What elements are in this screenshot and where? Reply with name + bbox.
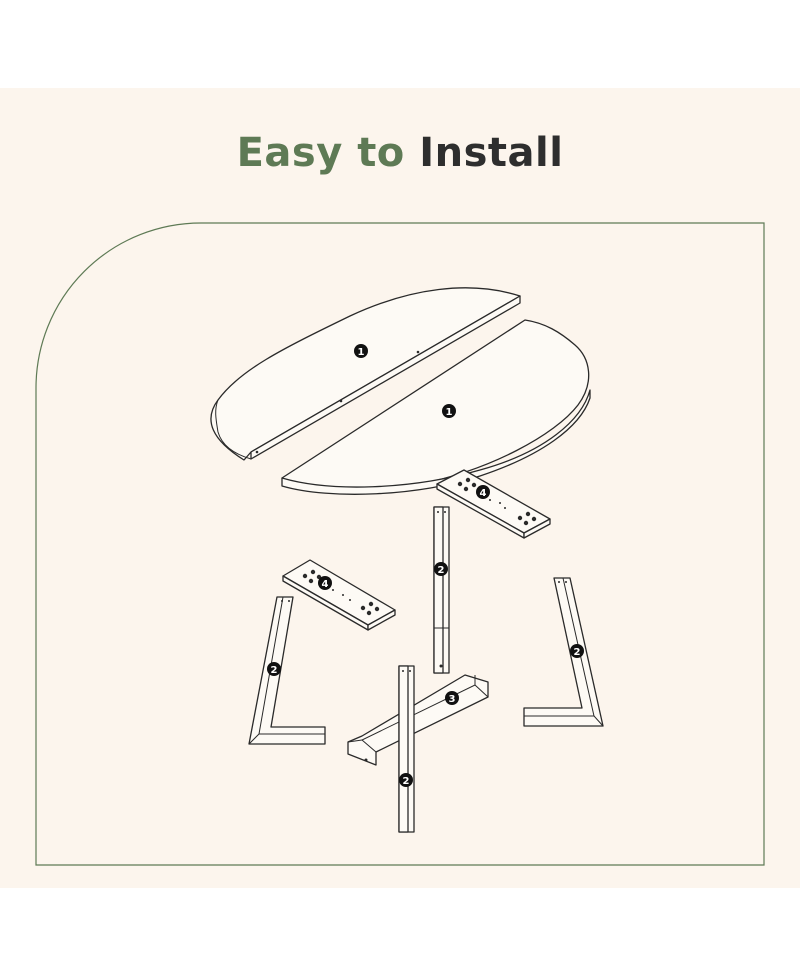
svg-text:1: 1 <box>446 407 453 418</box>
mounting-plate-left <box>282 559 396 631</box>
title-highlight: Easy to <box>236 130 405 176</box>
badge-plate-right: 4 <box>476 485 490 499</box>
base-crossbar <box>347 674 489 766</box>
tabletop-half-right <box>281 319 591 495</box>
title-rest: Install <box>419 130 564 176</box>
page-title: Easy to Install <box>0 130 800 176</box>
badge-leg-right: 2 <box>570 644 584 658</box>
svg-text:2: 2 <box>438 565 445 576</box>
badge-tabletop-left: 1 <box>354 344 368 358</box>
svg-text:2: 2 <box>403 776 410 787</box>
svg-text:2: 2 <box>271 665 278 676</box>
svg-text:4: 4 <box>322 579 329 590</box>
leg-center <box>433 506 450 674</box>
svg-text:4: 4 <box>480 488 487 499</box>
leg-front <box>398 665 415 833</box>
svg-text:3: 3 <box>449 694 456 705</box>
leg-right <box>523 577 604 727</box>
diagram-frame <box>35 222 765 866</box>
leg-left <box>248 596 326 745</box>
mounting-plate-right <box>436 469 551 539</box>
badge-leg-front: 2 <box>399 773 413 787</box>
badge-base-crossbar: 3 <box>445 691 459 705</box>
svg-text:2: 2 <box>574 647 581 658</box>
tabletop-half-left <box>210 287 521 461</box>
svg-text:1: 1 <box>358 347 365 358</box>
badge-plate-left: 4 <box>318 576 332 590</box>
badge-tabletop-right: 1 <box>442 404 456 418</box>
badge-leg-center: 2 <box>434 562 448 576</box>
badge-leg-left: 2 <box>267 662 281 676</box>
